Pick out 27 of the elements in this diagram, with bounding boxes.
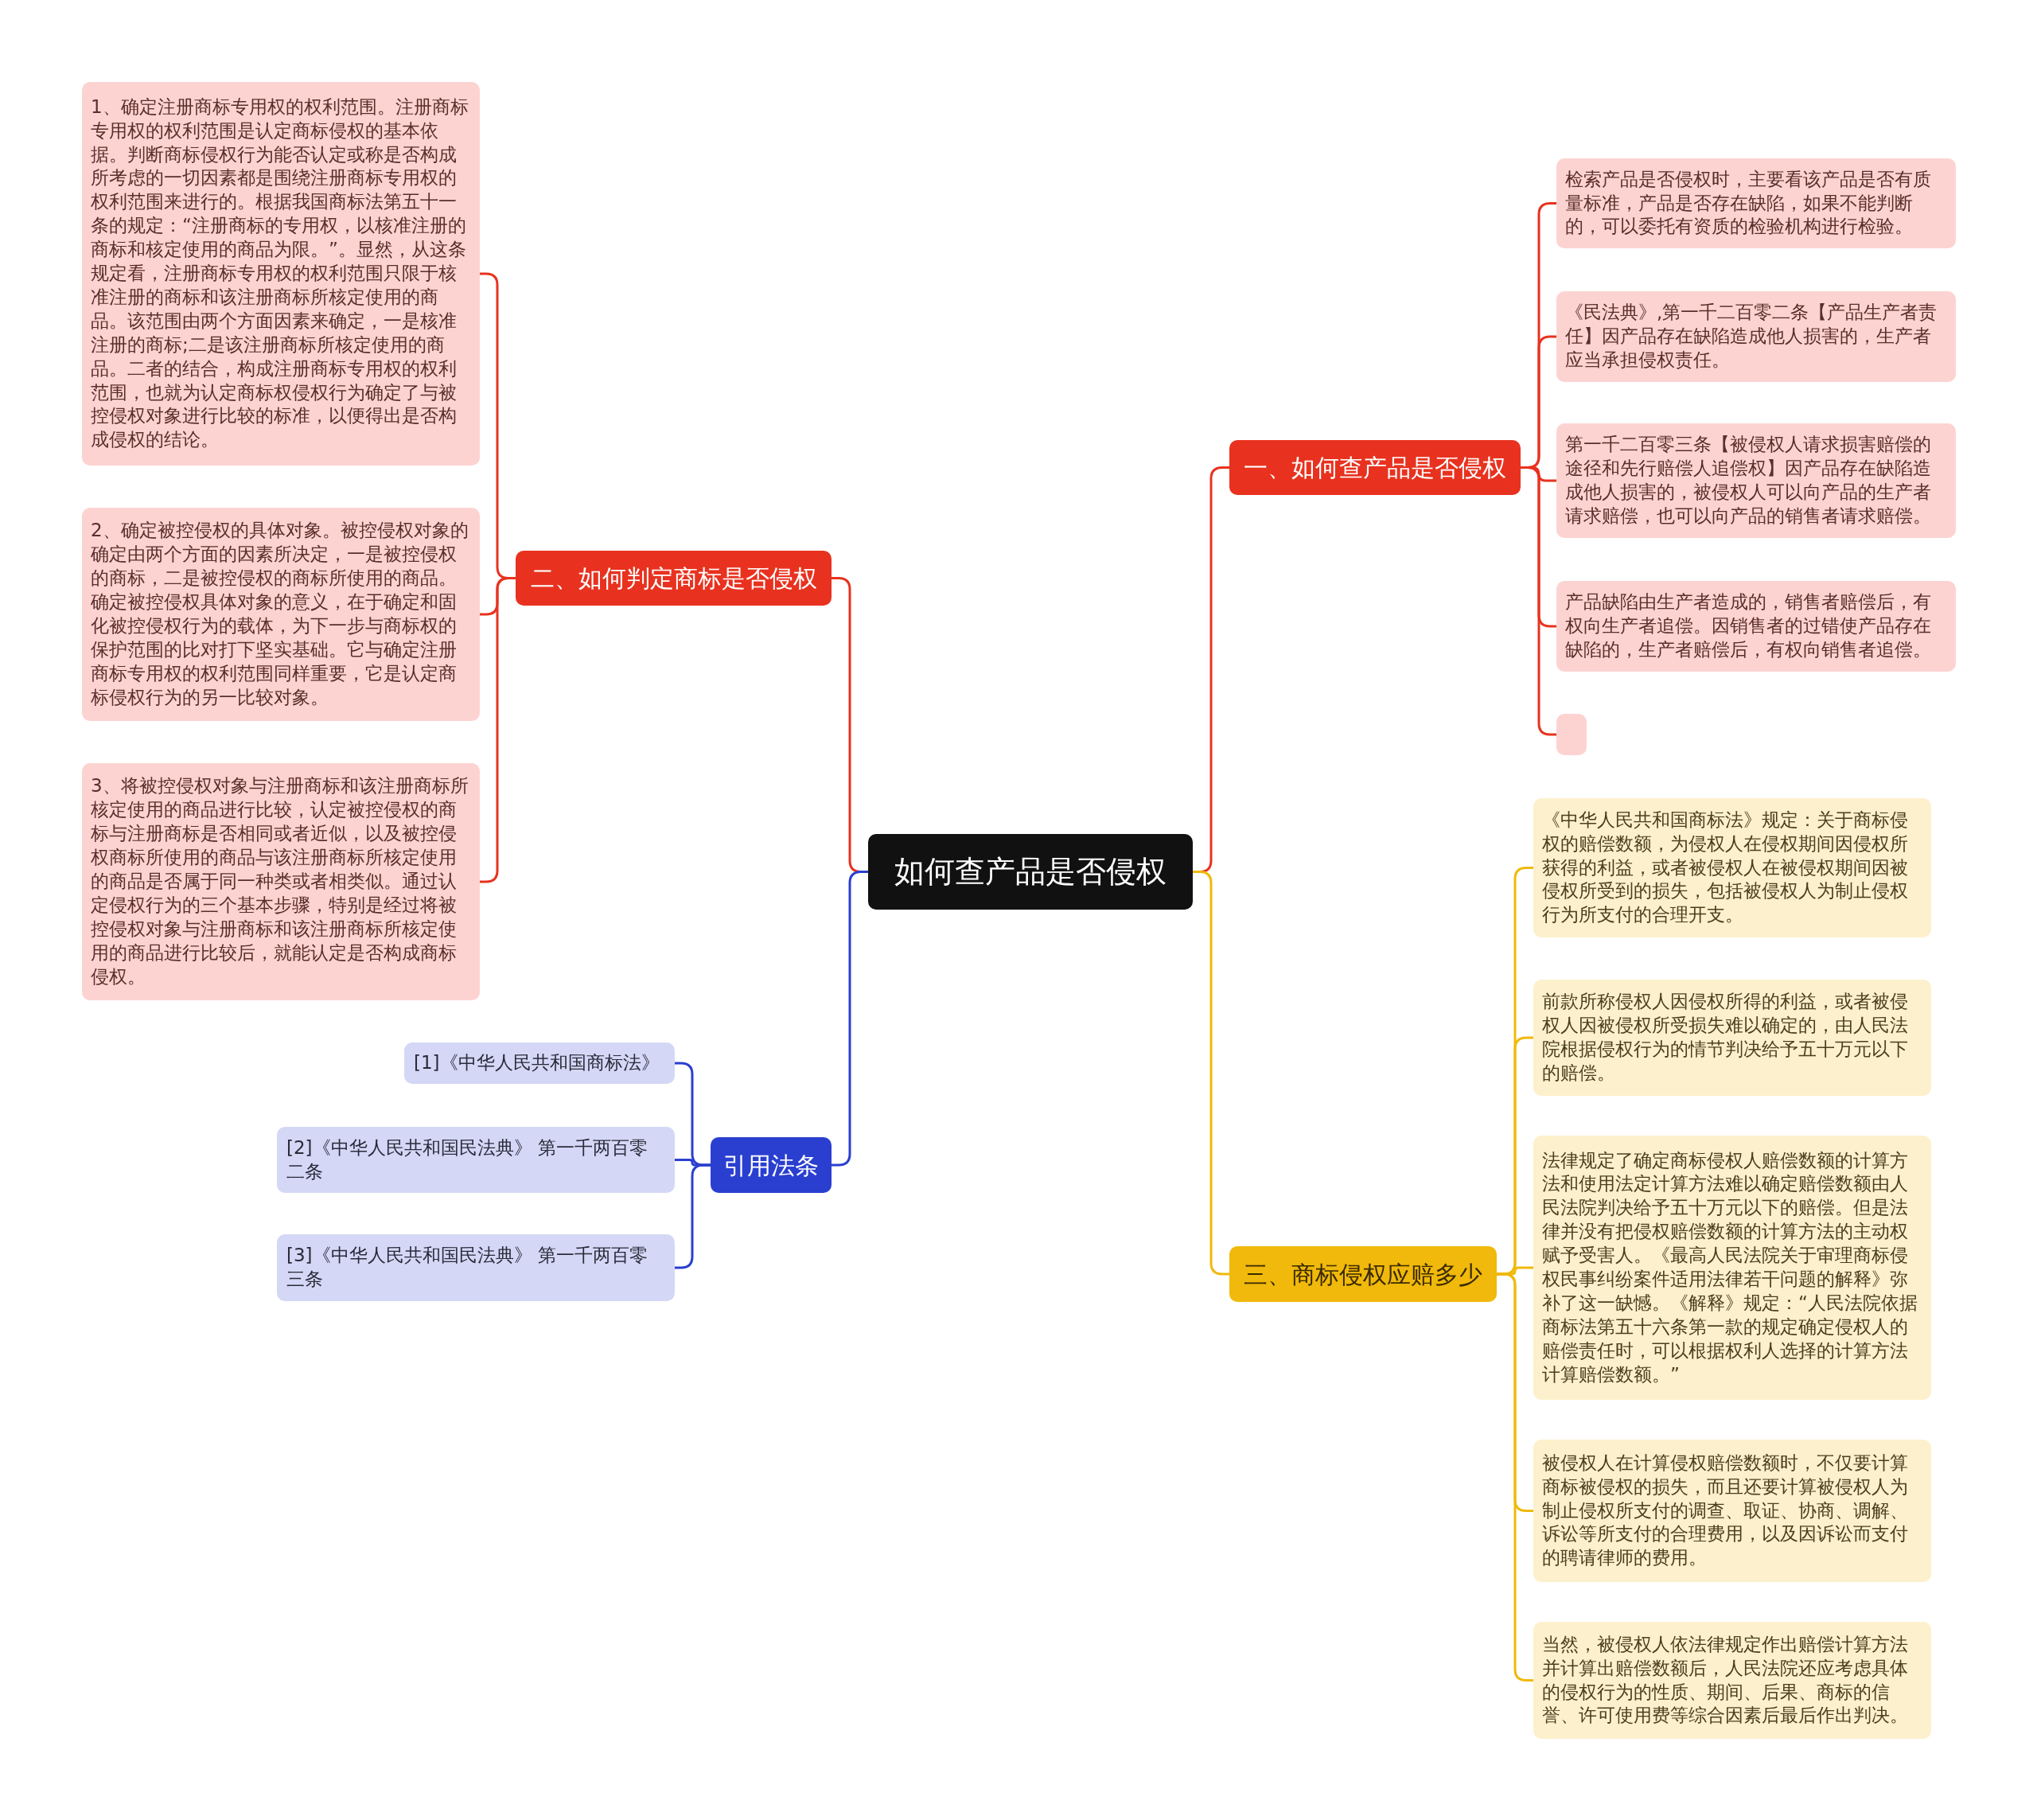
reference-box: [3]《中华人民共和国民法典》 第一千两百零三条 xyxy=(277,1234,675,1301)
connector xyxy=(1193,871,1229,1276)
note-box: 产品缺陷由生产者造成的，销售者赔偿后，有权向生产者追偿。因销售者的过错使产品存在缺陷的，生产者赔偿后，有权向销售者追偿。 xyxy=(1556,581,1956,672)
note-box: 1、确定注册商标专用权的权利范围。注册商标专用权的权利范围是认定商标侵权的基本依据。判断商标侵权行为能否认定或称是否构成所考虑的一切因素都是围绕注册商标专用权的权利范围来进行的。根据我国商标法第五十一条的规定：“注册商标的专用权，以核准注册的商标和核定使用的商品为限。”。显然，从这条规定看，注册商标专用权的权利范围只限于核准注册的商标和该注册商标所核定使用的商品。该范围由两个方面因素来确定，一是核准注册的商标;二是该注册商标所核定使用的商品。二者的结合，构成注册商标专用权的权利范围，也就为认定商标权侵权行为确定了与被控侵权对象进行比较的标准，以便得出是否构成侵权的结论。 xyxy=(82,82,480,466)
note-box: 法律规定了确定商标侵权人赔偿数额的计算方法和使用法定计算方法难以确定赔偿数额由人民法院判决给予五十万元以下的赔偿。但是法律并没有把侵权赔偿数额的计算方法的主动权赋予受害人。《最高人民法院关于审理商标侵权民事纠纷案件适用法律若干问题的解释》弥补了这一缺憾。《解释》规定：“人民法院依据商标法第五十六条第一款的规定确定侵权人的赔偿责任时，可以根据权利人选择的计算方法计算赔偿数额。” xyxy=(1533,1136,1931,1400)
connector xyxy=(480,577,516,883)
branch-topic: 三、商标侵权应赔多少 xyxy=(1229,1246,1497,1302)
connector xyxy=(1497,1272,1533,1682)
central-topic: 如何查产品是否侵权 xyxy=(868,834,1193,910)
empty-box xyxy=(1556,714,1587,755)
branch-topic: 引用法条 xyxy=(711,1137,832,1193)
reference-box: [1]《中华人民共和国商标法》 xyxy=(404,1043,675,1084)
note-box: 《民法典》,第一千二百零二条【产品生产者责任】因产品存在缺陷造成他人损害的，生产者应当承担侵权责任。 xyxy=(1556,291,1956,382)
note-box: 第一千二百零三条【被侵权人请求损害赔偿的途径和先行赔偿人追偿权】因产品存在缺陷造成他人损害的，被侵权人可以向产品的生产者请求赔偿，也可以向产品的销售者请求赔偿。 xyxy=(1556,423,1956,538)
reference-box: [2]《中华人民共和国民法典》 第一千两百零二条 xyxy=(277,1127,675,1193)
note-box: 被侵权人在计算侵权赔偿数额时，不仅要计算商标被侵权的损失，而且还要计算被侵权人为制止侵权所支付的调查、取证、协商、调解、诉讼等所支付的合理费用，以及因诉讼而支付的聘请律师的费用。 xyxy=(1533,1440,1931,1582)
connector xyxy=(1521,466,1556,736)
branch-topic: 二、如何判定商标是否侵权 xyxy=(516,551,832,606)
note-box: 2、确定被控侵权的具体对象。被控侵权对象的确定由两个方面的因素所决定，一是被控侵权的商标，二是被控侵权的商标所使用的商品。确定被控侵权具体对象的意义，在于确定和固化被控侵权行为的载体，为下一步与商标权的保护范围的比对打下坚实基础。它与确定注册商标专用权的权利范围同样重要，它是认定商标侵权行为的另一比较对象。 xyxy=(82,508,480,721)
note-box: 检索产品是否侵权时，主要看该产品是否有质量标准，产品是否存在缺陷，如果不能判断的，可以委托有资质的检验机构进行检验。 xyxy=(1556,158,1956,248)
connector xyxy=(832,871,868,1167)
note-box: 当然，被侵权人依法律规定作出赔偿计算方法并计算出赔偿数额后，人民法院还应考虑具体的侵权行为的性质、期间、后果、商标的信誉、许可使用费等综合因素后最后作出判决。 xyxy=(1533,1622,1931,1739)
branch-topic: 一、如何查产品是否侵权 xyxy=(1229,440,1521,495)
note-box: 3、将被控侵权对象与注册商标和该注册商标所核定使用的商品进行比较，认定被控侵权的商标与注册商标是否相同或者近似，以及被控侵权商标所使用的商品与该注册商标所核定使用的商品是否属于同一种类或者相类似。通过认定侵权行为的三个基本步骤，特别是经过将被控侵权对象与注册商标和该注册商标所核定使用的商品进行比较后，就能认定是否构成商标侵权。 xyxy=(82,763,480,1000)
note-box: 前款所称侵权人因侵权所得的利益，或者被侵权人因被侵权所受损失难以确定的，由人民法院根据侵权行为的情节判决给予五十万元以下的赔偿。 xyxy=(1533,980,1931,1096)
note-box: 《中华人民共和国商标法》规定：关于商标侵权的赔偿数额，为侵权人在侵权期间因侵权所获得的利益，或者被侵权人在被侵权期间因被侵权所受到的损失，包括被侵权人为制止侵权行为所支付的合理开支。 xyxy=(1533,798,1931,937)
connector xyxy=(675,1163,711,1269)
